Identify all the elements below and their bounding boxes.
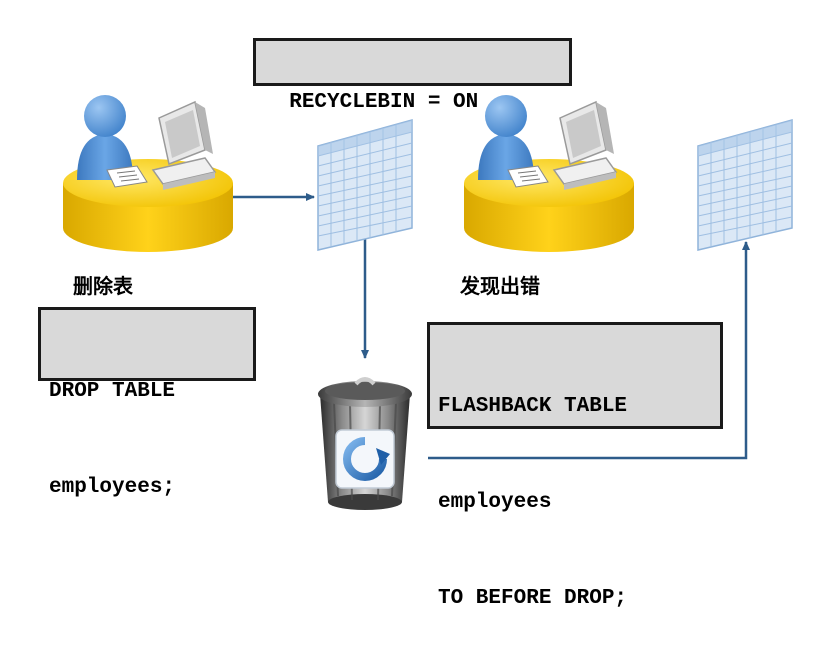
table-grid-icon (697, 119, 793, 251)
arrow-recyclebin-to-restored-table (428, 241, 750, 460)
drop-statement-line-2: employees; (49, 476, 176, 499)
flashback-statement-line-3: TO BEFORE DROP; (438, 587, 628, 610)
user-workstation-icon (464, 95, 634, 252)
drop-table-caption: 删除表 (73, 274, 133, 298)
drop-statement-line-1: DROP TABLE (49, 380, 176, 403)
found-error-caption: 发现出错 (460, 274, 540, 298)
recycle-bin-icon (318, 377, 412, 510)
user-workstation-icon (63, 95, 233, 252)
flashback-statement-line-1: FLASHBACK TABLE (438, 395, 628, 418)
drop-table-statement-box: DROP TABLE employees; (38, 307, 256, 499)
flashback-table-statement-box: FLASHBACK TABLE employees TO BEFORE DROP… (427, 322, 723, 610)
flashback-statement-line-2: employees (438, 491, 552, 514)
connector-arrows (230, 193, 750, 460)
recyclebin-setting-box: RECYCLEBIN = ON (253, 38, 572, 114)
table-grid-icon (317, 119, 413, 251)
recyclebin-setting-text: RECYCLEBIN = ON (289, 91, 479, 114)
